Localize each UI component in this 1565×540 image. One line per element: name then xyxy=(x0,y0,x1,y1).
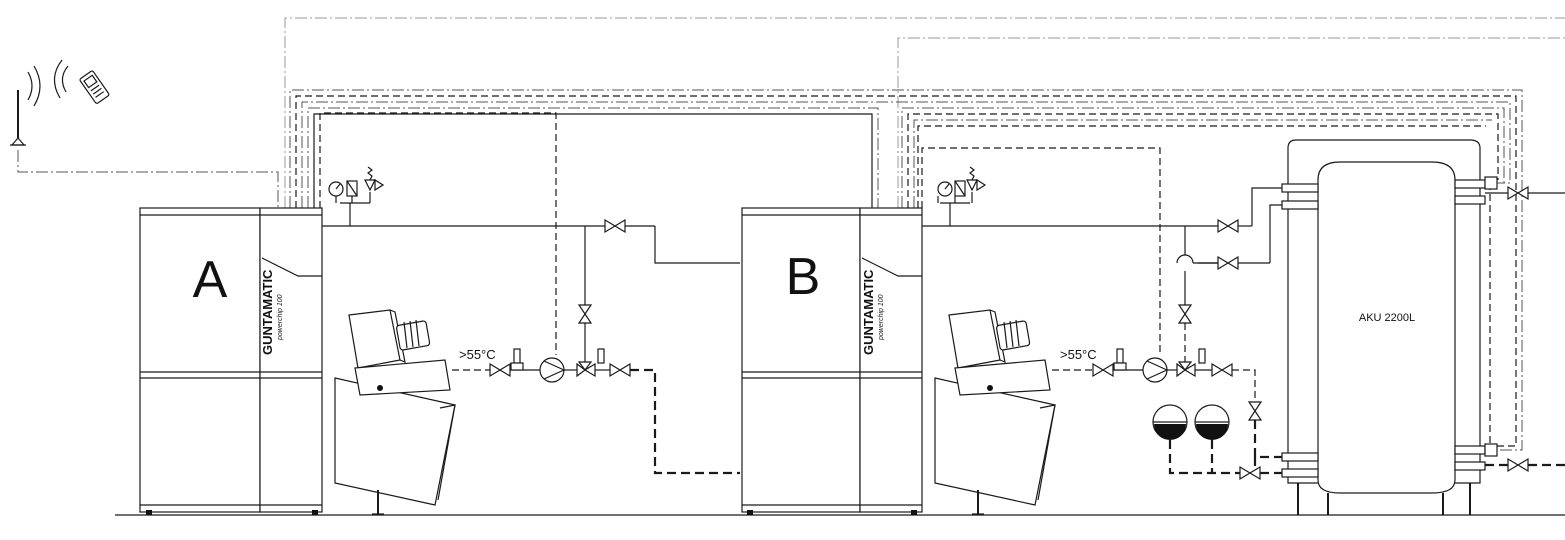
ball-valve-icon xyxy=(577,304,593,324)
thermometer-icon xyxy=(1198,348,1206,364)
air-vent-icon xyxy=(346,180,358,197)
ball-valve-icon xyxy=(1211,362,1233,378)
thermometer-icon xyxy=(510,348,524,371)
expansion-vessel-icon xyxy=(1152,404,1188,440)
boiler-a-piping xyxy=(322,192,740,475)
buffer-tank: AKU 2200L xyxy=(1287,139,1481,515)
tank-connections xyxy=(1281,176,1498,478)
ball-valve-icon xyxy=(1092,362,1114,378)
expansion-vessel-icon xyxy=(1194,404,1230,440)
tank-label: AKU 2200L xyxy=(1359,312,1415,324)
circulation-pump-icon xyxy=(1142,357,1168,383)
ball-valve-icon xyxy=(489,362,511,378)
boiler-b-brand: GUNTAMATIC xyxy=(861,269,876,355)
antenna-icon xyxy=(10,65,41,146)
boiler-a-model: powerchip 100 xyxy=(277,294,284,341)
boiler-a-brand: GUNTAMATIC xyxy=(260,269,275,355)
thermometer-icon xyxy=(597,348,605,364)
ball-valve-icon xyxy=(604,218,626,234)
ball-valve-icon xyxy=(1247,401,1263,421)
ball-valve-icon xyxy=(1177,304,1193,324)
mobile-phone-icon xyxy=(53,59,110,104)
boiler-b-model: powerchip 100 xyxy=(878,294,885,341)
return-temperature-label-b: >55°C xyxy=(1060,347,1097,362)
pressure-gauge-icon xyxy=(328,181,344,197)
pressure-gauge-icon xyxy=(937,181,953,197)
antenna-signal-line xyxy=(17,150,279,208)
circulation-pump-icon xyxy=(539,357,565,383)
boiler-a-label: A xyxy=(193,251,228,309)
boiler-b: B GUNTAMATIC powerchip 100 xyxy=(741,207,923,515)
fuel-feeder-a xyxy=(334,309,456,515)
mixing-valve-icon xyxy=(576,361,596,378)
ball-valve-icon xyxy=(1239,465,1261,481)
safety-valve-icon xyxy=(364,166,385,192)
ball-valve-icon xyxy=(1217,218,1239,234)
air-vent-icon xyxy=(954,180,966,197)
boiler-b-piping xyxy=(922,187,1282,475)
boiler-b-label: B xyxy=(786,248,821,306)
tank-outlet-piping xyxy=(1485,192,1565,467)
mixing-valve-icon xyxy=(1176,361,1196,378)
ball-valve-icon xyxy=(1507,185,1529,201)
ball-valve-icon xyxy=(1217,255,1239,271)
boiler-a: A GUNTAMATIC powerchip 100 xyxy=(139,207,323,515)
return-temperature-label-a: >55°C xyxy=(459,347,496,362)
fuel-feeder-b xyxy=(934,309,1056,515)
thermometer-icon xyxy=(1113,348,1127,371)
safety-valve-icon xyxy=(966,166,987,192)
ball-valve-icon xyxy=(1507,457,1529,473)
ball-valve-icon xyxy=(609,362,631,378)
